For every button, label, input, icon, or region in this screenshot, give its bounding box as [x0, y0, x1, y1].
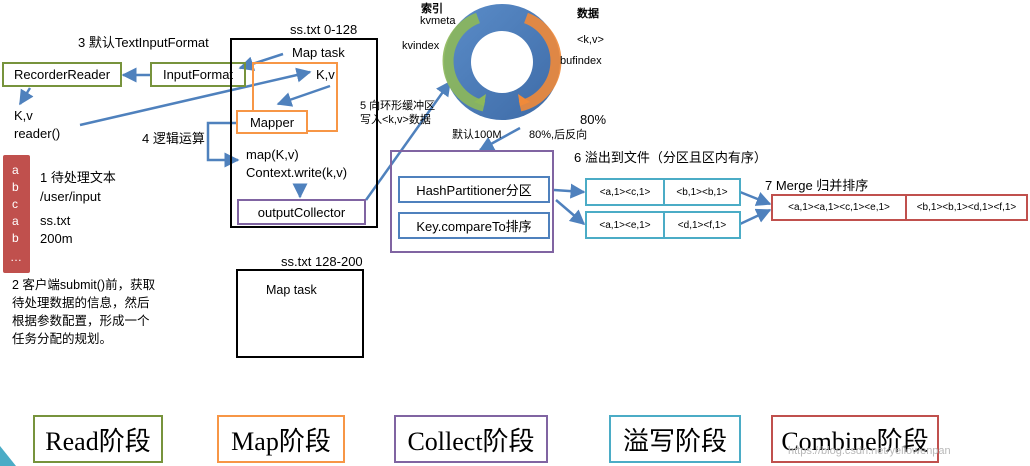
stage-collect: Collect阶段	[394, 415, 548, 463]
ring-write-label: 5 向环形缓冲区	[360, 100, 436, 112]
default-input-format-label: 3 默认TextInputFormat	[78, 35, 209, 50]
submit-note-line: 任务分配的规划。	[12, 332, 113, 346]
merge-file: <a,1><a,1><c,1><e,1> <b,1><b,1><d,1><f,1…	[771, 194, 1028, 221]
file-char: …	[10, 250, 22, 264]
input-format-label: InputFormat	[162, 67, 234, 82]
spill-cell: <d,1><f,1>	[677, 219, 727, 231]
logic-label: 4 逻辑运算	[142, 131, 205, 146]
kvindex-label: kvindex	[402, 40, 440, 52]
spill-cell: <a,1><c,1>	[587, 180, 665, 204]
stage-map: Map阶段	[217, 415, 345, 463]
context-write-label: Context.write(k,v)	[246, 165, 348, 180]
submit-note-line: 2 客户端submit()前，获取	[12, 278, 156, 292]
recorder-reader-box: RecorderReader	[2, 62, 122, 87]
map-kv-label: K,v	[316, 67, 335, 82]
spill-cell: <a,1><e,1>	[587, 213, 665, 237]
submit-note-line: 根据参数配置，形成一个	[12, 314, 150, 328]
kv-data-label: <k,v>	[577, 34, 604, 46]
reader-kv-label: K,v	[14, 108, 33, 123]
key-compare-label: Key.compareTo排序	[416, 219, 532, 234]
stage-spill: 溢写阶段	[609, 415, 741, 463]
file-char: a	[12, 163, 19, 177]
split2-title: ss.txt 128-200	[281, 254, 363, 269]
map-task-label-2: Map task	[266, 283, 317, 297]
output-collector-box: outputCollector	[237, 199, 366, 225]
file-title: 1 待处理文本	[40, 170, 116, 185]
bufindex-label: bufindex	[560, 55, 602, 67]
hash-partitioner-box: HashPartitioner分区	[398, 176, 550, 203]
file-char: a	[12, 214, 19, 228]
mapper-box: Mapper	[236, 110, 308, 134]
map-task-box-1	[230, 38, 378, 228]
file-size: 200m	[40, 231, 73, 246]
spill-file-2: <a,1><e,1> <d,1><f,1>	[585, 211, 741, 239]
reader-call-label: reader()	[14, 126, 61, 141]
corner-decoration	[0, 446, 16, 466]
ring-write-label: 写入<k,v>数据	[360, 114, 431, 126]
split1-title: ss.txt 0-128	[290, 22, 358, 37]
map-task-label-1: Map task	[292, 45, 345, 60]
ring-buffer	[442, 4, 562, 120]
mapper-label: Mapper	[249, 114, 295, 130]
output-collector-label: outputCollector	[257, 204, 346, 220]
file-char: c	[12, 197, 18, 211]
file-path: /user/input	[40, 189, 101, 204]
file-name: ss.txt	[40, 213, 71, 228]
map-call-label: map(K,v)	[246, 147, 299, 162]
recorder-reader-label: RecorderReader	[13, 67, 111, 82]
stage-combine: Combine阶段	[771, 415, 939, 463]
hash-partitioner-label: HashPartitioner分区	[416, 183, 532, 198]
percent-80-label: 80%	[580, 112, 607, 127]
watermark: https://blog.csdn.net/yellowenpan	[788, 445, 951, 457]
index-label: 索引	[421, 3, 443, 15]
default-100m-label: 默认100M	[452, 129, 502, 141]
input-format-box: InputFormat	[150, 62, 246, 87]
file-char: b	[12, 231, 19, 245]
data-label: 数据	[577, 8, 599, 20]
spill-file-1: <a,1><c,1> <b,1><b,1>	[585, 178, 741, 206]
reverse-80-label: 80%,后反向	[529, 129, 588, 141]
file-char: b	[12, 180, 19, 194]
key-compare-box: Key.compareTo排序	[398, 212, 550, 239]
merge-cell: <a,1><a,1><c,1><e,1>	[773, 196, 907, 219]
submit-note-line: 待处理数据的信息，然后	[12, 296, 150, 310]
kvmeta-label: kvmeta	[420, 15, 456, 27]
merge-label: 7 Merge 归并排序	[765, 178, 869, 193]
stage-read: Read阶段	[33, 415, 163, 463]
map-task-box-2	[236, 269, 364, 358]
collect-box	[390, 150, 554, 253]
input-file-block: a b c a b …	[3, 155, 30, 273]
merge-cell: <b,1><b,1><d,1><f,1>	[916, 202, 1017, 213]
spill-label: 6 溢出到文件（分区且区内有序）	[574, 150, 767, 165]
spill-cell: <b,1><b,1>	[676, 186, 728, 198]
